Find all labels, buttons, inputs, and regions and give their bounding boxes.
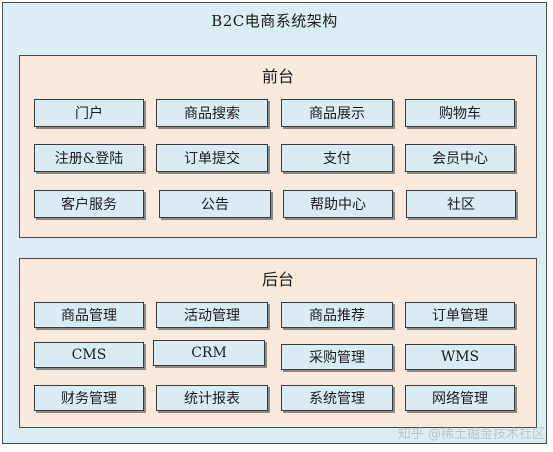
module-community: 社区 [406,190,516,218]
module-product-search: 商品搜索 [156,99,268,127]
module-system-management: 系统管理 [281,385,393,411]
module-procurement-management: 采购管理 [281,344,393,370]
module-activity-management: 活动管理 [156,302,268,328]
module-announcement: 公告 [159,190,271,218]
module-customer-service: 客户服务 [34,190,144,218]
module-portal: 门户 [34,99,144,127]
backend-title: 后台 [261,270,294,289]
module-wms: WMS [405,344,515,370]
module-payment: 支付 [281,144,393,172]
module-cms: CMS [34,342,144,368]
module-crm: CRM [153,340,265,366]
module-order-management: 订单管理 [405,302,515,328]
module-member-center: 会员中心 [405,144,515,172]
backend-layer: 后台 商品管理 活动管理 商品推荐 订单管理 CMS CRM 采购管理 WMS … [19,258,537,428]
module-product-recommendation: 商品推荐 [281,302,393,328]
module-finance-management: 财务管理 [34,385,144,411]
watermark: 知乎 @稀土掘金技术社区 [397,427,545,442]
module-help-center: 帮助中心 [283,190,393,218]
frontend-layer: 前台 门户 商品搜索 商品展示 购物车 注册&登陆 订单提交 支付 会员中心 客… [19,55,537,238]
module-product-display: 商品展示 [281,99,393,127]
module-product-management: 商品管理 [34,302,144,328]
diagram-title: B2C电商系统架构 [211,12,338,30]
frontend-title: 前台 [261,67,294,86]
module-shopping-cart: 购物车 [405,99,515,127]
module-network-management: 网络管理 [405,385,515,411]
module-register-login: 注册&登陆 [34,144,144,172]
module-statistics-report: 统计报表 [156,385,268,411]
module-order-submit: 订单提交 [156,144,268,172]
architecture-diagram: B2C电商系统架构 前台 门户 商品搜索 商品展示 购物车 注册&登陆 订单提交… [2,2,547,444]
